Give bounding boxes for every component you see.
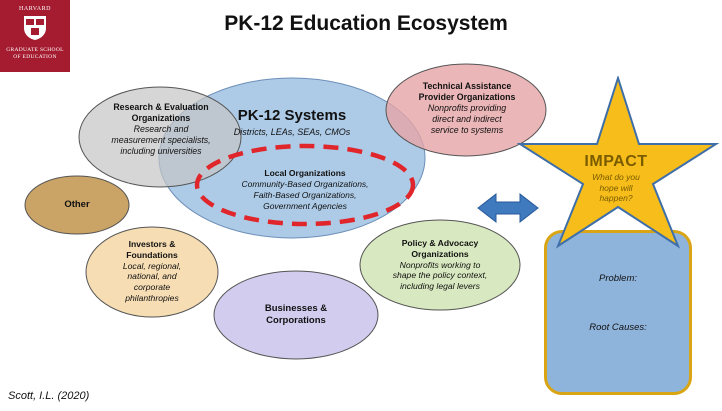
impact-line: happen? [599, 193, 633, 203]
research-title-line: Research & Evaluation [113, 102, 209, 112]
businesses-ellipse [213, 270, 379, 360]
investors-line: corporate [133, 282, 171, 293]
investors-ellipse [85, 226, 219, 318]
other-label: Other [64, 199, 90, 210]
local-org-line: Community-Based Organizations, [241, 179, 369, 189]
technical-ellipse [385, 63, 547, 157]
policy-title-line: Policy & Advocacy [401, 238, 479, 248]
local-org-line: Government Agencies [263, 201, 347, 211]
pk12-systems-title: PK-12 Systems [237, 107, 347, 124]
local-organizations-title: Local Organizations [264, 168, 346, 178]
policy-title-line: Organizations [411, 248, 469, 259]
research-line: measurement specialists, [111, 135, 211, 145]
harvard-gse-logo: HARVARD GRADUATE SCHOOL OF EDUCATION [0, 0, 70, 72]
research-line: including universities [120, 146, 202, 156]
impact-line: What do you [592, 172, 640, 182]
pk12-systems-subtitle: Districts, LEAs, SEAs, CMOs [233, 127, 351, 137]
investors-title-line: Investors & [128, 239, 176, 249]
technical-title-line: Technical Assistance [422, 81, 512, 91]
impact-title: IMPACT [584, 153, 648, 170]
technical-line: direct and indirect [432, 114, 502, 124]
technical-title-line: Provider Organizations [418, 92, 516, 102]
investors-line: national, and [127, 271, 177, 282]
policy-line: shape the policy context, [392, 270, 488, 281]
technical-label: Technical Assistance Provider Organizati… [394, 81, 540, 136]
shield-icon [24, 16, 46, 40]
impact-label: IMPACT What do you hope will happen? [558, 153, 674, 204]
double-arrow-icon [477, 192, 539, 224]
research-title-line: Organizations [131, 113, 191, 123]
impact-line: hope will [599, 182, 633, 193]
businesses-title-line: Corporations [266, 315, 326, 326]
policy-line: including legal levers [400, 281, 480, 292]
citation: Scott, I.L. (2020) [8, 390, 90, 402]
policy-ellipse [359, 219, 521, 311]
research-ellipse [78, 86, 242, 188]
investors-line: Local, regional, [122, 260, 182, 271]
other-ellipse [24, 175, 130, 235]
pk12-systems-label: PK-12 Systems Districts, LEAs, SEAs, CMO… [200, 107, 384, 137]
businesses-label: Businesses & Corporations [236, 303, 356, 327]
local-organizations-label: Local Organizations Community-Based Orga… [220, 168, 390, 212]
logo-top-text: HARVARD [19, 6, 51, 12]
logo-line-2: OF EDUCATION [13, 53, 57, 60]
root-causes-label: Root Causes: [589, 322, 647, 333]
impact-star-icon [516, 76, 720, 249]
investors-line: philanthropies [125, 292, 179, 303]
investors-label: Investors & Foundations Local, regional,… [92, 239, 212, 304]
logo-line-1: GRADUATE SCHOOL [6, 47, 64, 53]
policy-label: Policy & Advocacy Organizations Nonprofi… [370, 238, 510, 292]
problem-panel: Problem: Root Causes: [544, 230, 692, 395]
research-line: Research and [133, 124, 189, 134]
local-organizations-dashed-ellipse [194, 143, 416, 227]
investors-title-line: Foundations [126, 249, 178, 260]
technical-line: service to systems [430, 125, 504, 135]
page-title: PK-12 Education Ecosystem [224, 12, 508, 35]
technical-line: Nonprofits providing [427, 103, 507, 113]
problem-label: Problem: [598, 273, 637, 284]
logo-bottom-text: GRADUATE SCHOOL OF EDUCATION [0, 47, 70, 60]
impact-question: What do you hope will happen? [558, 172, 674, 204]
research-label: Research & Evaluation Organizations Rese… [86, 102, 236, 157]
businesses-title-line: Businesses & [264, 303, 328, 314]
policy-line: Nonprofits working to [399, 259, 481, 270]
local-org-line: Faith-Based Organizations, [253, 190, 357, 200]
